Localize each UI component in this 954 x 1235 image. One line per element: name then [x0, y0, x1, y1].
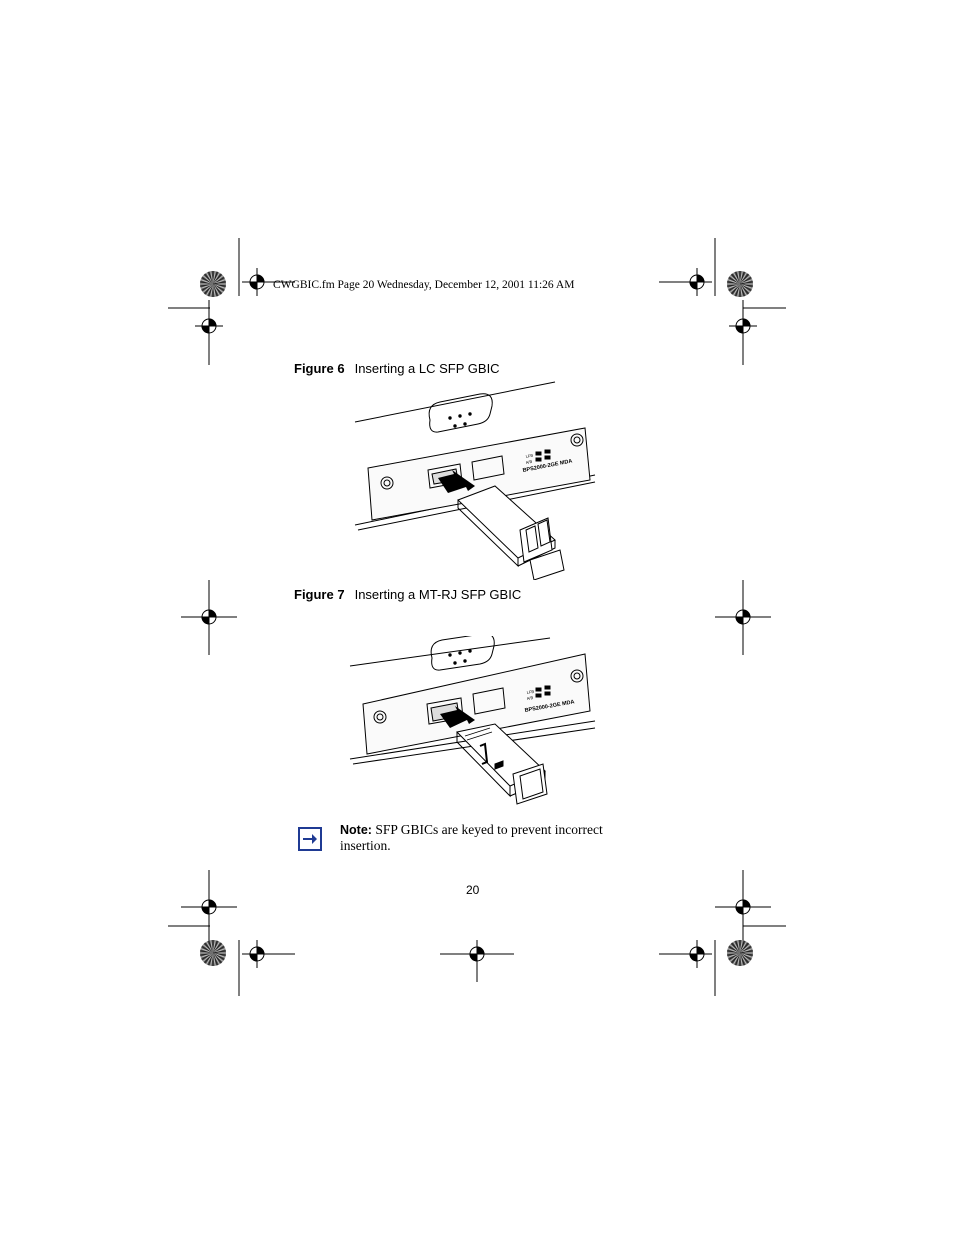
note-body: SFP GBICs are keyed to prevent incorrect… — [340, 822, 603, 853]
figure-7-number: Figure 7 — [294, 587, 345, 602]
page-header: CWGBIC.fm Page 20 Wednesday, December 12… — [273, 279, 575, 291]
note-label: Note: — [340, 823, 372, 837]
figure-7-title: Inserting a MT-RJ SFP GBIC — [354, 587, 522, 602]
arrow-right-icon — [298, 827, 322, 851]
note-text: Note: SFP GBICs are keyed to prevent inc… — [340, 822, 630, 853]
figure-6-title: Inserting a LC SFP GBIC — [354, 361, 500, 376]
figure-6-number: Figure 6 — [294, 361, 345, 376]
page-number: 20 — [466, 883, 480, 897]
figure-6-led-label-1: LFB — [525, 453, 533, 459]
figure-7-led-label-2: A/B — [526, 695, 534, 701]
figure-7-caption: Figure 7 Inserting a MT-RJ SFP GBIC — [294, 587, 521, 602]
figure-7-illustration: BPS2000-2GE MDA LFB A/B — [349, 636, 596, 805]
figure-7-led-label-1: LFB — [526, 689, 534, 695]
figure-6-illustration: BPS2000-2GE MDA LFB A/B — [354, 381, 596, 580]
figure-6-caption: Figure 6 Inserting a LC SFP GBIC — [294, 361, 500, 376]
figure-6-led-label-2: A/B — [525, 459, 533, 465]
